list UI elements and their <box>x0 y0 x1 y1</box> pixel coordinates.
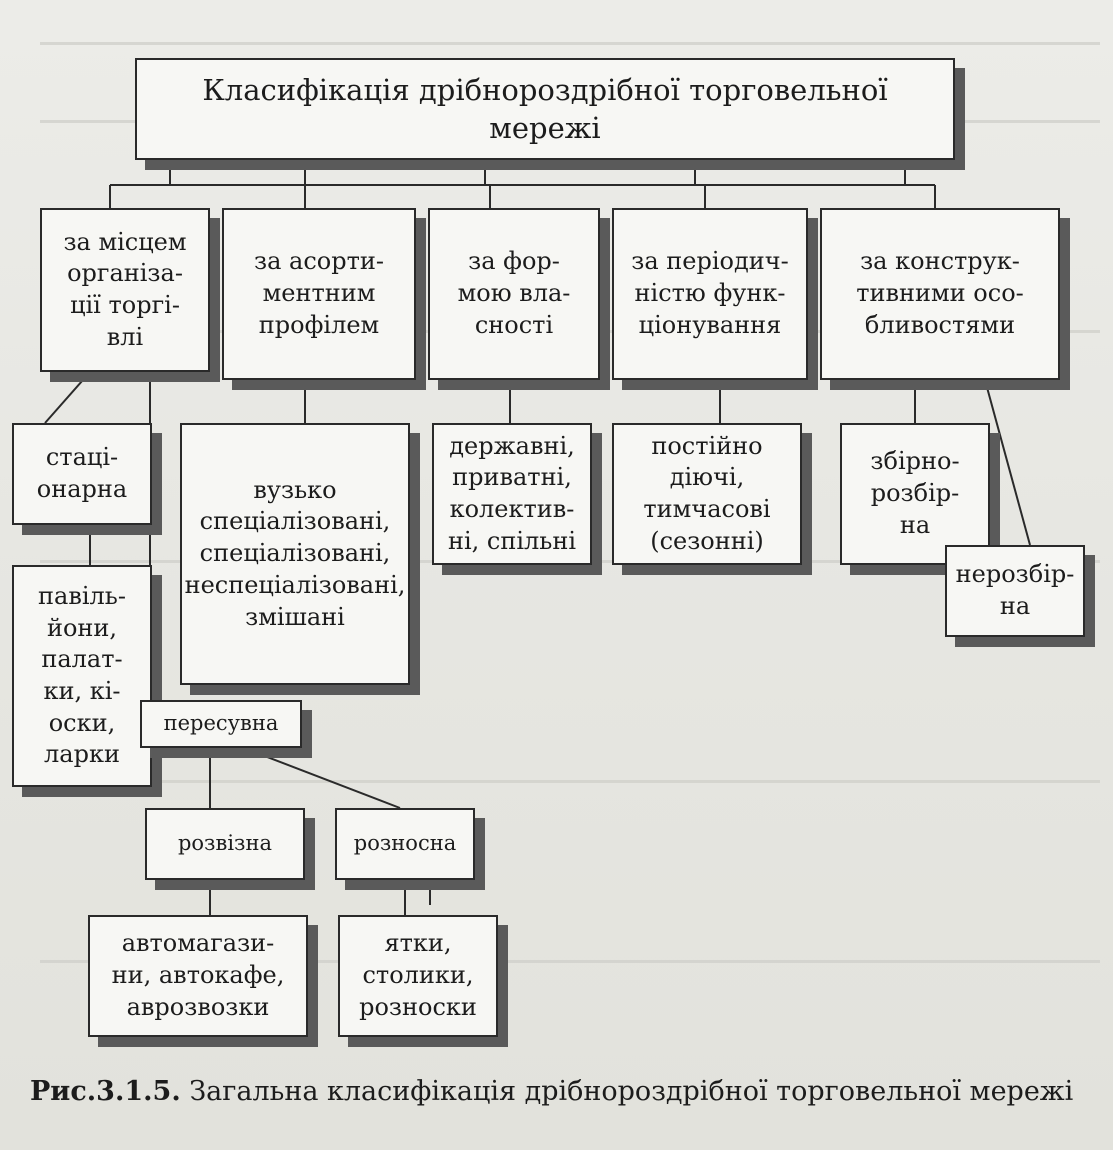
figure-caption-text: Загальна класифікація дрібнороздрібної т… <box>180 1076 1074 1107</box>
carry-kinds-box: ятки, столики, розноски <box>338 915 498 1037</box>
criterion-periodicity-box: за періодич- ністю функ- ціонування <box>612 208 808 380</box>
bleed-through-line <box>40 42 1100 45</box>
criterion-construction-box: за конструк- тивними осо- бливостями <box>820 208 1060 380</box>
non-collapsible-box: нерозбір- на <box>945 545 1085 637</box>
diagram-title-box: Класифікація дрібнороздрібної торговельн… <box>135 58 955 160</box>
criterion-ownership-box: за фор- мою вла- сності <box>428 208 600 380</box>
delivery-kinds-box: автомагази- ни, автокафе, аврозвозки <box>88 915 308 1037</box>
delivery-box: розвізна <box>145 808 305 880</box>
collapsible-box: збірно- розбір- на <box>840 423 990 565</box>
stationary-kinds-box: павіль- йони, палат- ки, кі- оски, ларки <box>12 565 152 787</box>
bleed-through-line <box>40 960 1100 963</box>
ownership-types-box: державні, приватні, колектив- ні, спільн… <box>432 423 592 565</box>
carry-box: розносна <box>335 808 475 880</box>
figure-caption: Рис.3.1.5. Загальна класифікація дрібнор… <box>30 1072 1090 1111</box>
criterion-location-box: за місцем організа- ції торгі- влі <box>40 208 210 372</box>
assortment-types-box: вузько спеціалізовані, спеціалізовані, н… <box>180 423 410 685</box>
mobile-box: пересувна <box>140 700 302 748</box>
stationary-box: стаці- онарна <box>12 423 152 525</box>
figure-caption-label: Рис.3.1.5. <box>30 1076 181 1107</box>
periodicity-types-box: постійно діючі, тимчасові (сезонні) <box>612 423 802 565</box>
criterion-assortment-box: за асорти- ментним профілем <box>222 208 416 380</box>
bleed-through-line <box>40 780 1100 783</box>
